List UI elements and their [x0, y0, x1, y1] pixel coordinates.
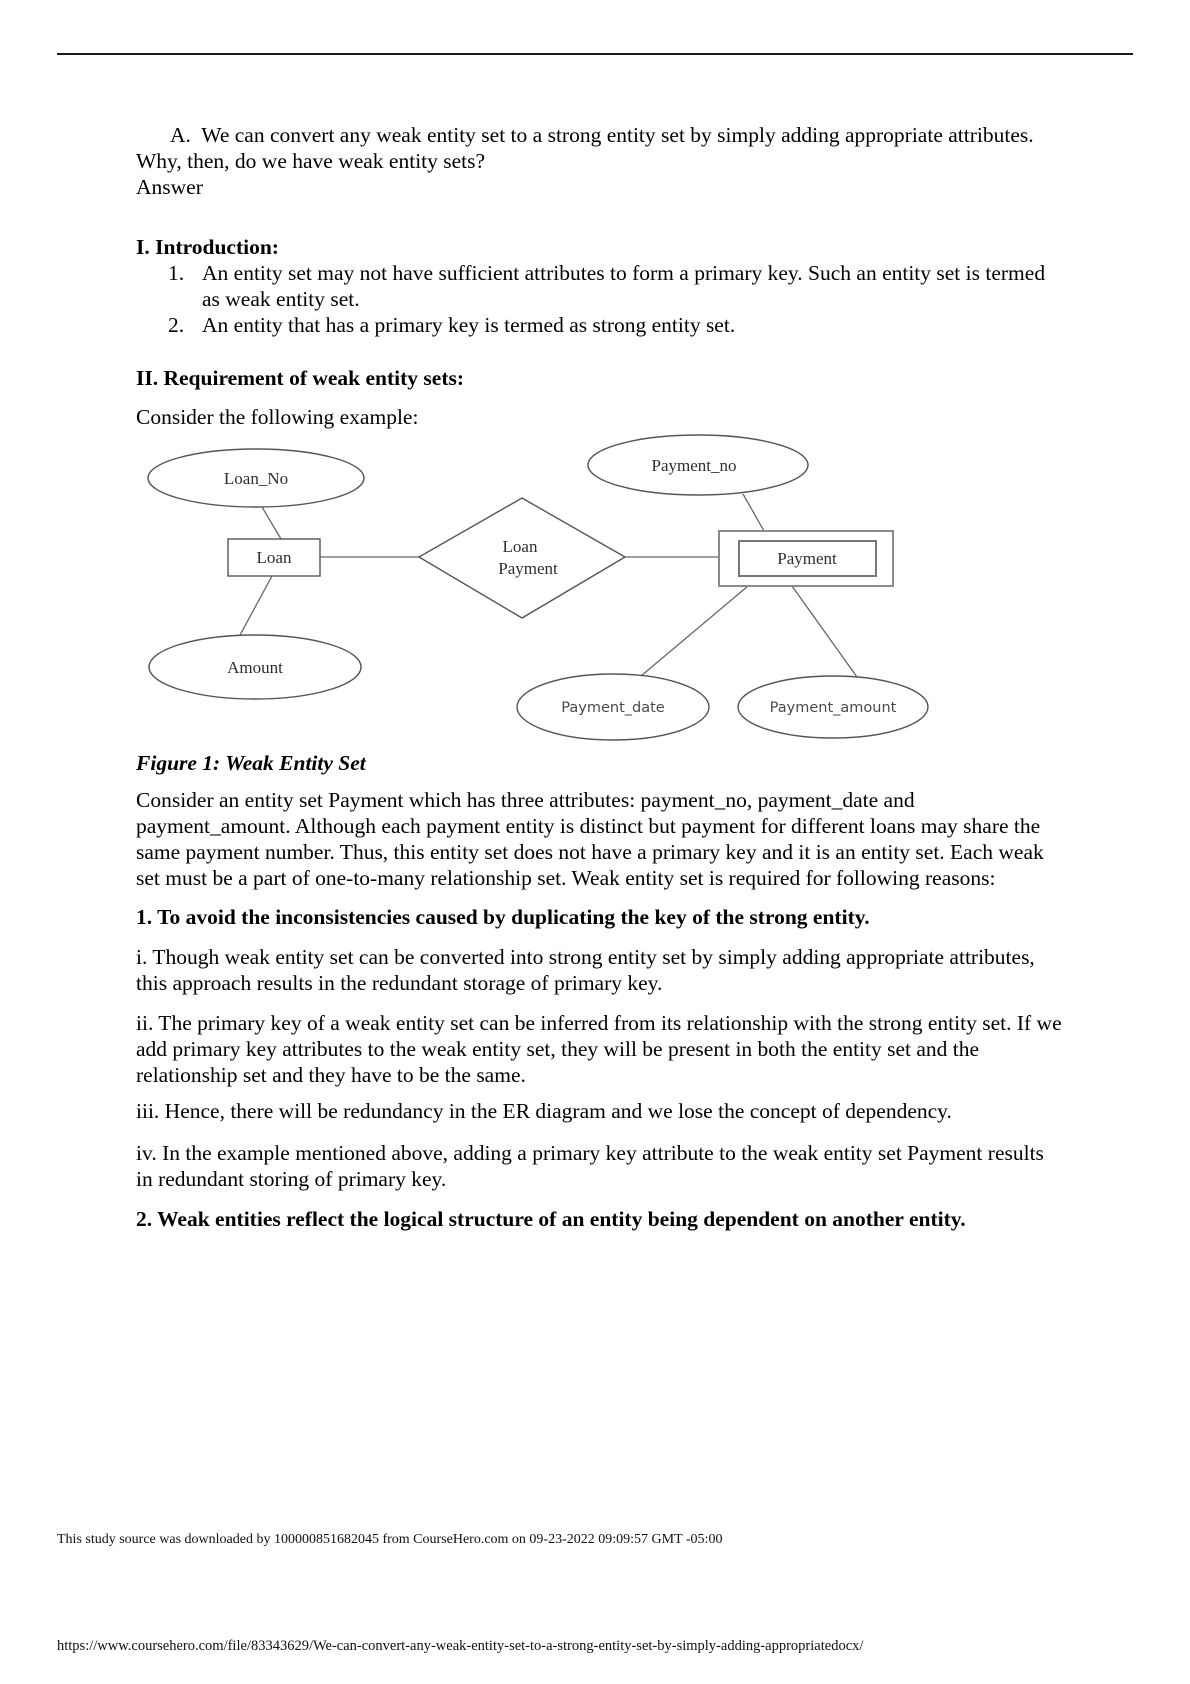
- label-payment-date: Payment_date: [561, 700, 665, 716]
- entity-rect-loan: [227, 538, 321, 577]
- reason2-heading: 2. Weak entities reflect the logical str…: [136, 1207, 966, 1231]
- connector-payment-paymentamount: [791, 585, 858, 678]
- intro-list: 1. An entity set may not have sufficient…: [136, 260, 1064, 338]
- weak-entity-outer-rect-payment: [718, 530, 894, 587]
- label-payment: Payment: [777, 549, 837, 568]
- relationship-diamond-loan-payment: [417, 497, 627, 619]
- attribute-ellipse-payment-date: [516, 673, 710, 741]
- list-item-number: 1.: [168, 261, 185, 285]
- answer-label: Answer: [136, 175, 203, 199]
- connector-loanno-loan: [261, 506, 282, 540]
- requirement-heading: II. Requirement of weak entity sets:: [136, 366, 465, 390]
- label-loan-no: Loan_No: [224, 469, 288, 488]
- reason-point-iii: iii. Hence, there will be redundancy in …: [136, 1099, 952, 1123]
- figure-caption: Figure 1: Weak Entity Set: [136, 751, 366, 775]
- source-url-text: https://www.coursehero.com/file/83343629…: [57, 1638, 864, 1654]
- label-payment-amount: Payment_amount: [770, 700, 897, 716]
- document-content: A. We can convert any weak entity set to…: [136, 122, 1064, 1232]
- er-diagram-figure: Loan_No Loan Amount Loan Payment Payment…: [136, 430, 936, 750]
- label-payment-no: Payment_no: [652, 456, 737, 475]
- reason-point-i: i. Though weak entity set can be convert…: [136, 945, 1035, 995]
- list-item: 2. An entity that has a primary key is t…: [136, 312, 1064, 338]
- consider-line: Consider the following example:: [136, 405, 419, 429]
- reason-point-ii: ii. The primary key of a weak entity set…: [136, 1011, 1062, 1087]
- intro-heading: I. Introduction:: [136, 235, 279, 259]
- connector-paymentno-payment: [742, 493, 765, 532]
- er-diagram-svg: Loan_No Loan Amount Loan Payment Payment…: [147, 434, 929, 741]
- attribute-ellipse-payment-no: [587, 434, 809, 496]
- connector-payment-paymentdate: [640, 585, 749, 677]
- label-amount: Amount: [227, 658, 283, 677]
- label-loan: Loan: [257, 548, 292, 567]
- attribute-ellipse-amount: [148, 634, 362, 700]
- attribute-ellipse-loan-no: [147, 448, 365, 508]
- download-provenance-text: This study source was downloaded by 1000…: [57, 1532, 723, 1547]
- reason-point-iv: iv. In the example mentioned above, addi…: [136, 1141, 1044, 1191]
- label-relationship-line2: Payment: [498, 559, 558, 578]
- question-text: A. We can convert any weak entity set to…: [136, 123, 1034, 173]
- list-item: 1. An entity set may not have sufficient…: [136, 260, 1064, 312]
- label-relationship-line1: Loan: [503, 537, 538, 556]
- attribute-ellipse-payment-amount: [737, 675, 929, 739]
- body-paragraph: Consider an entity set Payment which has…: [136, 788, 1044, 890]
- list-item-text: An entity that has a primary key is term…: [202, 313, 736, 337]
- reason1-heading: 1. To avoid the inconsistencies caused b…: [136, 905, 870, 929]
- top-rule: [57, 53, 1133, 55]
- weak-entity-inner-rect-payment: [738, 540, 877, 577]
- connector-loan-amount: [239, 575, 273, 636]
- list-item-text: An entity set may not have sufficient at…: [202, 261, 1046, 311]
- list-item-number: 2.: [168, 313, 185, 337]
